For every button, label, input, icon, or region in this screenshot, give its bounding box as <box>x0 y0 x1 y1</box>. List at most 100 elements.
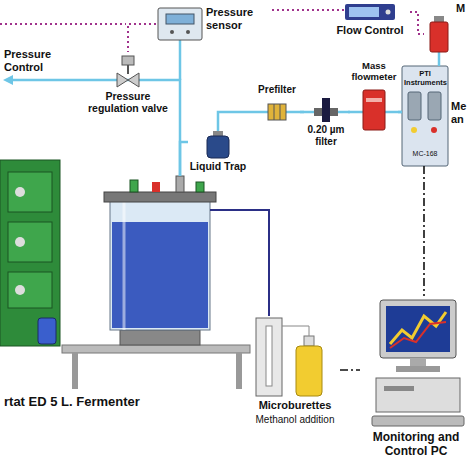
filter-device: Prefilter <box>254 84 300 124</box>
mass-spectrometer-device <box>402 66 448 166</box>
mass-flowmeter-device <box>430 22 448 52</box>
device-label: Flow Control <box>330 24 410 37</box>
fermenter-table <box>236 353 242 389</box>
valve-symbol <box>117 56 139 87</box>
mass-spectrometer-device <box>408 92 421 120</box>
liquid-trap-bottle <box>213 131 223 136</box>
device-label: Pressure sensor <box>206 6 268 32</box>
pressure-sensor-device <box>158 8 202 40</box>
control-pc <box>372 416 464 426</box>
flow-control-device <box>349 7 379 17</box>
valve-symbol <box>122 56 134 65</box>
flowmeter-device: Mass flowmeter <box>350 60 398 140</box>
signal-wire <box>272 9 345 11</box>
gas-pipe <box>300 111 304 114</box>
device-label: MC-168 <box>404 150 446 158</box>
valve-symbol <box>128 73 139 87</box>
flow-control-device <box>345 4 395 20</box>
control-pc <box>380 300 456 358</box>
pressure-sensor-device <box>186 30 190 34</box>
prefilter-cartridge <box>274 104 275 120</box>
valve-device: Pressure regulation valve <box>86 52 170 130</box>
fermenter-unit: rtat ED 5 L. Fermenter <box>4 176 248 414</box>
fermenter-vessel <box>110 200 210 330</box>
fermenter-cabinet <box>38 318 56 344</box>
gas-pipe <box>3 40 439 133</box>
gas-pipe <box>3 75 13 85</box>
fermenter-cabinet <box>0 160 60 346</box>
membrane-filter <box>314 98 338 122</box>
fermenter-vessel <box>104 192 216 202</box>
controller-device: Flow Control <box>330 2 410 44</box>
data-link <box>340 369 360 371</box>
fermenter-cabinet <box>0 160 60 346</box>
liquid-trap-bottle <box>207 136 229 158</box>
dosing-unit: MicroburettesMethanol addition <box>250 316 340 438</box>
gas-pipe <box>12 79 170 82</box>
device-label: Mass flowmeter <box>350 60 398 82</box>
liquid-trap-bottle <box>207 131 229 158</box>
mass-flowmeter-device <box>366 98 382 102</box>
mass-spectrometer-device <box>402 66 448 166</box>
device-label: Prefilter <box>254 84 300 96</box>
computer-unit: Monitoring and Control PC <box>360 296 472 468</box>
mass-spectrometer-device <box>411 127 417 133</box>
control-pc <box>372 300 464 426</box>
valve-symbol <box>117 73 128 87</box>
membrane-filter <box>322 98 330 122</box>
control-pc <box>396 366 440 372</box>
fermenter-vessel <box>210 209 248 211</box>
device-label: M <box>456 2 470 15</box>
fermenter-vessel <box>152 182 160 192</box>
fermenter-cabinet <box>8 172 52 212</box>
device-label: Me an <box>451 100 472 126</box>
valve-symbol <box>127 65 129 74</box>
mass-flowmeter-device <box>434 16 444 22</box>
device-label: PTI Instruments <box>404 70 446 88</box>
microburette-device <box>282 326 309 336</box>
pressure-sensor-device <box>158 8 202 40</box>
sensor-device: Pressure sensor <box>156 4 268 44</box>
prefilter-cartridge <box>280 104 281 120</box>
prefilter-cartridge <box>268 104 286 120</box>
fermenter-vessel <box>104 176 248 345</box>
fermenter-table <box>72 353 78 389</box>
fermenter-vessel <box>123 200 126 330</box>
fermenter-vessel <box>176 176 184 192</box>
gas-pipe <box>398 111 402 114</box>
fermenter-table <box>62 345 250 353</box>
device-label: 0.20 µm filter <box>304 124 348 148</box>
control-pc <box>386 306 450 352</box>
fermenter-cabinet <box>15 237 25 247</box>
control-pc <box>410 358 426 366</box>
device-label: rtat ED 5 L. Fermenter <box>4 394 244 409</box>
signal-wire <box>410 12 424 34</box>
control-label: Pressure Control <box>4 48 76 74</box>
prefilter-cartridge <box>268 104 286 120</box>
fermenter-vessel <box>196 182 204 192</box>
fermenter-vessel <box>112 222 208 328</box>
pressure-sensor-device <box>170 30 174 34</box>
mass-spectrometer-device <box>431 127 437 133</box>
device-label: Monitoring and Control PC <box>360 430 472 458</box>
gas-pipe <box>180 142 188 176</box>
fermenter-cabinet <box>8 272 52 308</box>
data-link <box>423 166 425 296</box>
gas-pipe <box>170 80 180 176</box>
analyzer-device: PTI InstrumentsMC-168 Me an <box>402 66 472 166</box>
signal-wire <box>0 23 126 25</box>
gas-pipe <box>438 52 441 60</box>
fermenter-cabinet <box>8 222 52 262</box>
flowmeter-device: M <box>424 2 472 60</box>
microburette-device <box>296 346 322 396</box>
fermenter-vessel <box>130 180 138 192</box>
control-pc <box>376 378 460 412</box>
fermenter-cabinet <box>15 285 25 295</box>
gas-pipe <box>218 112 254 128</box>
fermenter-cabinet <box>15 187 25 197</box>
feed-tube <box>248 210 269 316</box>
flow-control-device <box>345 4 395 20</box>
microburette-device <box>304 336 314 346</box>
gas-pipe <box>348 111 350 114</box>
